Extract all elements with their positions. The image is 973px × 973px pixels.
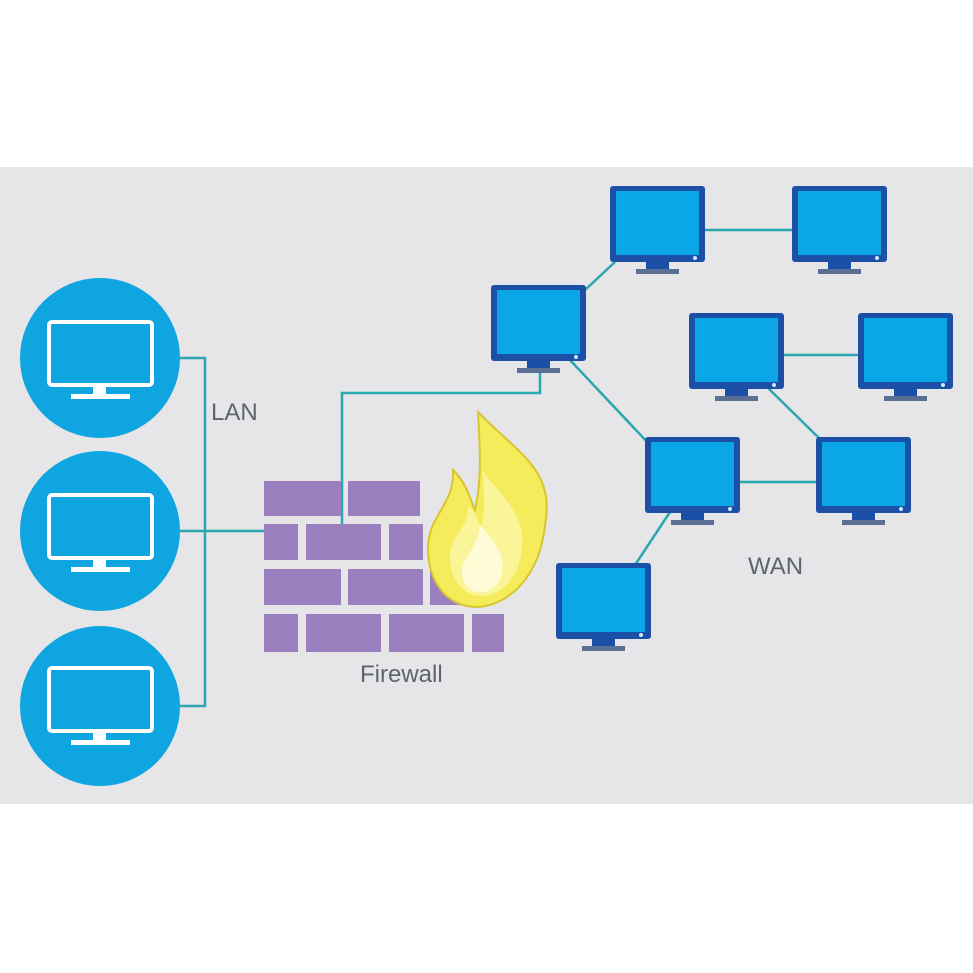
monitor-icon bbox=[47, 666, 154, 745]
wan-node-1 bbox=[491, 285, 586, 373]
monitor-icon bbox=[47, 320, 154, 399]
monitor-icon bbox=[47, 493, 154, 572]
wan-node-4 bbox=[689, 313, 784, 401]
lan-connectors bbox=[180, 356, 265, 708]
lan-label: LAN bbox=[211, 399, 258, 426]
wan-node-3 bbox=[792, 186, 887, 274]
firewall-label: Firewall bbox=[360, 661, 443, 688]
lan-node-3 bbox=[20, 626, 180, 786]
wan-node-5 bbox=[858, 313, 953, 401]
wan-node-2 bbox=[610, 186, 705, 274]
wan-links bbox=[569, 228, 860, 566]
brick-wall-icon bbox=[264, 481, 504, 652]
wan-label: WAN bbox=[748, 553, 803, 580]
lan-node-1 bbox=[20, 278, 180, 438]
flame-icon bbox=[426, 409, 548, 609]
lan-node-2 bbox=[20, 451, 180, 611]
wan-node-7 bbox=[816, 437, 911, 525]
wan-node-6 bbox=[645, 437, 740, 525]
wan-node-8 bbox=[556, 563, 651, 651]
